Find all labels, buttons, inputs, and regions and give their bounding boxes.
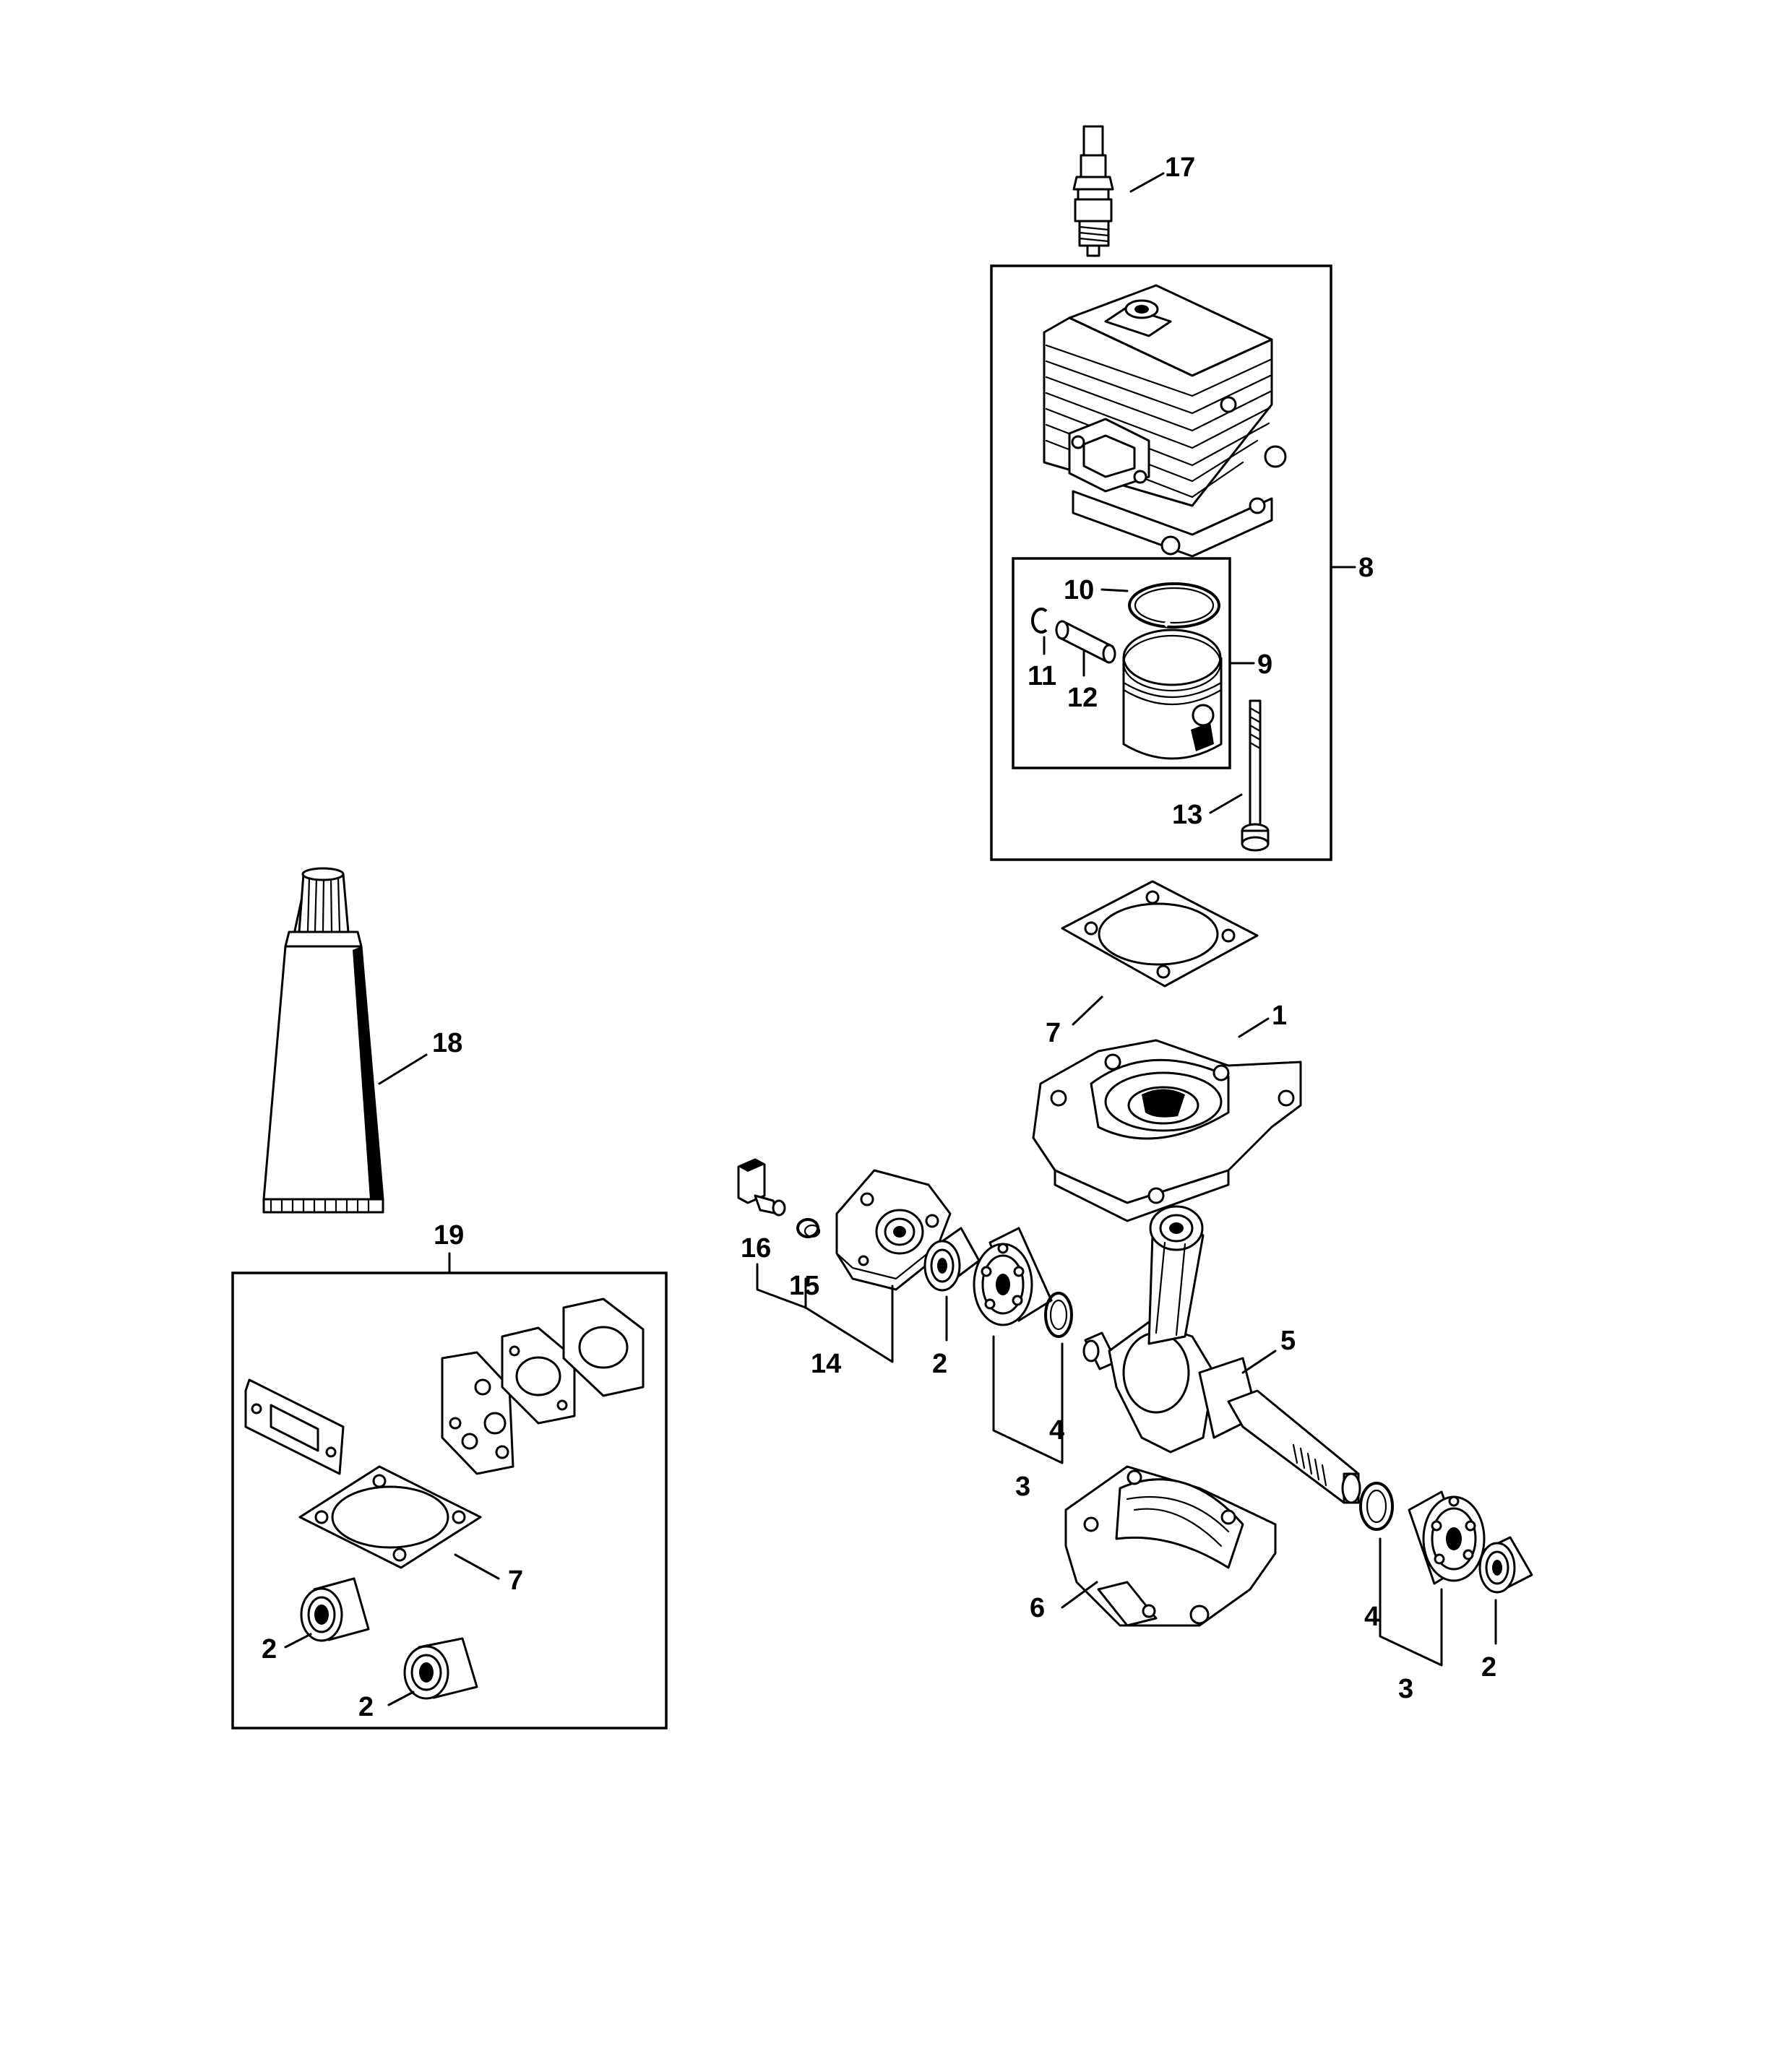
washer-left[interactable] — [1044, 1292, 1073, 1338]
callout-12: 12 — [1067, 683, 1098, 713]
kit-intake-gasket-2[interactable] — [501, 1326, 576, 1425]
callout-19: 19 — [434, 1220, 464, 1251]
snap-ring[interactable] — [1031, 608, 1048, 634]
piston[interactable] — [1122, 629, 1223, 760]
callout-16: 16 — [741, 1233, 771, 1264]
pickup[interactable] — [737, 1158, 786, 1217]
kit-muffler-gasket[interactable] — [244, 1378, 345, 1475]
callout-1: 1 — [1272, 1001, 1287, 1031]
cylinder-kit-box — [990, 264, 1332, 861]
spark-plug[interactable] — [1072, 125, 1114, 257]
grease-tube[interactable] — [262, 867, 384, 1214]
callout-7-cylinder-gasket: 7 — [1046, 1018, 1061, 1048]
callout-11: 11 — [1028, 661, 1056, 691]
callout-13: 13 — [1172, 800, 1202, 830]
cylinder-screw[interactable] — [1241, 699, 1270, 852]
crankshaft[interactable] — [1082, 1205, 1361, 1504]
callout-17: 17 — [1165, 152, 1195, 183]
callout-2-left-seal: 2 — [932, 1349, 947, 1379]
kit-cylinder-gasket[interactable] — [298, 1465, 482, 1569]
callout-6: 6 — [1030, 1593, 1045, 1623]
callout-3-left-bearing: 3 — [1015, 1472, 1030, 1502]
callout-2-kit-seal-b: 2 — [358, 1692, 374, 1722]
callout-3-right-bearing: 3 — [1398, 1674, 1413, 1704]
spring[interactable] — [796, 1218, 821, 1238]
piston-ring[interactable] — [1128, 582, 1220, 629]
callout-14: 14 — [811, 1349, 841, 1379]
crankcase-upper[interactable] — [1032, 1039, 1302, 1222]
ball-bearing-right[interactable] — [1408, 1490, 1486, 1585]
callout-8: 8 — [1358, 553, 1374, 583]
callout-5: 5 — [1280, 1326, 1296, 1356]
washer-right[interactable] — [1359, 1482, 1394, 1531]
callout-7-kit-gasket: 7 — [508, 1566, 523, 1596]
kit-intake-gasket-3[interactable] — [562, 1297, 645, 1397]
kit-oil-seal-a[interactable] — [300, 1577, 370, 1642]
kit-oil-seal-b[interactable] — [403, 1637, 478, 1700]
ball-bearing-left[interactable] — [973, 1227, 1053, 1326]
callout-4-left-washer: 4 — [1049, 1415, 1064, 1446]
callout-2-kit-seal-a: 2 — [262, 1634, 277, 1664]
bearing-housing[interactable] — [835, 1169, 952, 1291]
piston-pin[interactable] — [1055, 620, 1116, 664]
callout-2-right-seal: 2 — [1481, 1652, 1496, 1683]
cylinder[interactable] — [1043, 284, 1287, 558]
oil-seal-right[interactable] — [1478, 1536, 1533, 1594]
cylinder-gasket[interactable] — [1061, 880, 1259, 988]
callout-4-right-washer: 4 — [1364, 1602, 1379, 1632]
crankcase-lower[interactable] — [1064, 1465, 1277, 1627]
kit-intake-gasket-1[interactable] — [441, 1351, 514, 1475]
callout-18: 18 — [432, 1028, 462, 1058]
callout-10: 10 — [1064, 575, 1094, 605]
callout-15: 15 — [789, 1271, 819, 1301]
callout-9: 9 — [1257, 649, 1272, 680]
